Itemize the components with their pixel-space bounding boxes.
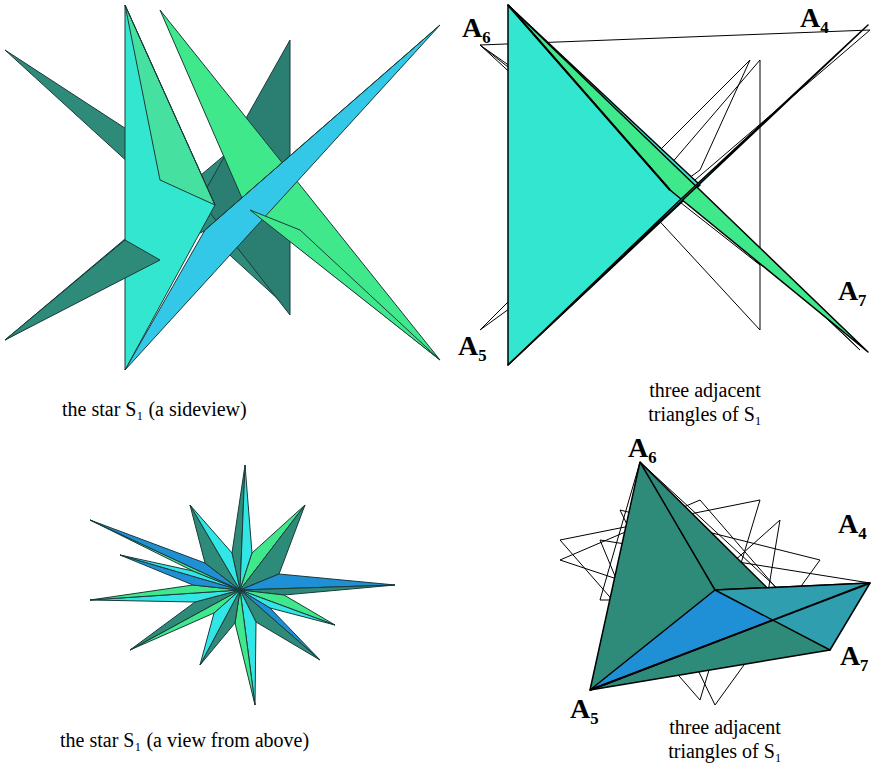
vertex-label: A₅ <box>570 693 599 725</box>
vertex-label: A₆ <box>462 12 491 44</box>
vertex-label: A₅ <box>458 330 487 362</box>
vertex-label: A₇ <box>840 640 869 672</box>
caption: the star S₁ (a view from above) <box>60 728 309 752</box>
vertex-label: A₆ <box>628 432 657 464</box>
vertex-label: A₇ <box>838 275 867 307</box>
vertex-label: A₄ <box>838 508 867 540</box>
caption: three adjacent triangles of S₁ <box>620 378 790 426</box>
caption: three adjacent triangles of S₁ <box>640 715 810 763</box>
caption: the star S₁ (a sideview) <box>62 397 247 421</box>
vertex-label: A₄ <box>800 2 829 34</box>
